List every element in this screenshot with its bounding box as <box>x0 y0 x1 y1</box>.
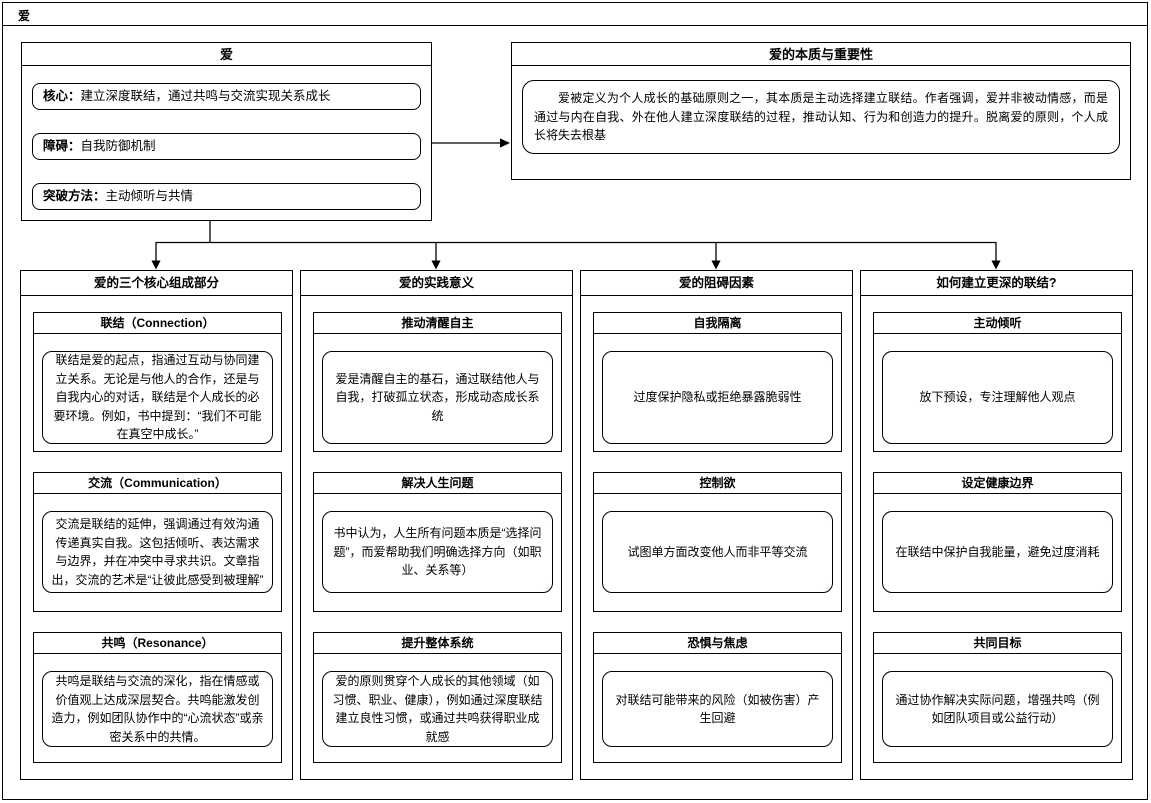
card-healthy-boundaries: 设定健康边界 在联结中保护自我能量，避免过度消耗 <box>873 472 1122 612</box>
root-item-core-text: 建立深度联结，通过共鸣与交流实现关系成长 <box>80 89 331 103</box>
card-connection: 联结（Connection） 联结是爱的起点，指通过互动与协同建立关系。无论是与… <box>33 312 282 452</box>
card-text: 共鸣是联结与交流的深化，指在情感或价值观上达成深层契合。共鸣能激发创造力，例如团… <box>51 674 264 744</box>
card-body: 对联结可能带来的风险（如被伤害）产生回避 <box>602 671 833 747</box>
card-body: 过度保护隐私或拒绝暴露脆弱性 <box>602 351 833 444</box>
card-whole-system: 提升整体系统 爱的原则贯穿个人成长的其他领域（如习惯、职业、健康），例如通过深度… <box>313 632 562 763</box>
column-title: 爱的阻碍因素 <box>581 271 852 296</box>
card-body: 爱的原则贯穿个人成长的其他领域（如习惯、职业、健康），例如通过深度联结建立良性习… <box>322 671 553 747</box>
card-body: 爱是清醒自主的基石，通过联结他人与自我，打破孤立状态，形成动态成长系统 <box>322 351 553 444</box>
card-body: 在联结中保护自我能量，避免过度消耗 <box>882 511 1113 593</box>
card-title: 交流（Communication） <box>34 473 281 494</box>
card-body: 试图单方面改变他人而非平等交流 <box>602 511 833 593</box>
card-text: 爱是清醒自主的基石，通过联结他人与自我，打破孤立状态，形成动态成长系统 <box>335 371 540 423</box>
card-fear-anxiety: 恐惧与焦虑 对联结可能带来的风险（如被伤害）产生回避 <box>593 632 842 763</box>
card-title: 设定健康边界 <box>874 473 1121 494</box>
card-active-listening: 主动倾听 放下预设，专注理解他人观点 <box>873 312 1122 452</box>
card-life-problems: 解决人生问题 书中认为，人生所有问题本质是“选择问题”，而爱帮助我们明确选择方向… <box>313 472 562 612</box>
header-divider <box>2 25 1148 26</box>
page-title: 爱 <box>18 9 31 23</box>
root-item-core-label: 核心： <box>43 89 81 103</box>
card-text: 试图单方面改变他人而非平等交流 <box>627 544 808 559</box>
card-title: 联结（Connection） <box>34 313 281 334</box>
card-text: 过度保护隐私或拒绝暴露脆弱性 <box>633 390 802 405</box>
root-item-breakthrough-text: 主动倾听与共情 <box>105 189 194 203</box>
card-autonomy: 推动清醒自主 爱是清醒自主的基石，通过联结他人与自我，打破孤立状态，形成动态成长… <box>313 312 562 452</box>
card-title: 解决人生问题 <box>314 473 561 494</box>
card-text: 放下预设，专注理解他人观点 <box>919 390 1076 405</box>
card-text: 在联结中保护自我能量，避免过度消耗 <box>895 544 1100 559</box>
card-body: 联结是爱的起点，指通过互动与协同建立关系。无论是与他人的合作，还是与自我内心的对… <box>42 351 273 444</box>
column-title: 如何建立更深的联结? <box>861 271 1132 296</box>
column-title: 爱的三个核心组成部分 <box>21 271 292 296</box>
card-text: 通过协作解决实际问题，增强共鸣（例如团队项目或公益行动） <box>895 692 1100 726</box>
root-item-obstacle-label: 障碍： <box>43 139 81 153</box>
card-text: 对联结可能带来的风险（如被伤害）产生回避 <box>615 692 820 726</box>
column-obstacles: 爱的阻碍因素 自我隔离 过度保护隐私或拒绝暴露脆弱性 控制欲 试图单方面改变他人… <box>580 270 853 780</box>
card-body: 书中认为，人生所有问题本质是“选择问题”，而爱帮助我们明确选择方向（如职业、关系… <box>322 511 553 593</box>
card-title: 共同目标 <box>874 633 1121 654</box>
node-essence-body: 爱被定义为个人成长的基础原则之一，其本质是主动选择建立联结。作者强调，爱并非被动… <box>522 80 1120 154</box>
node-essence-text: 爱被定义为个人成长的基础原则之一，其本质是主动选择建立联结。作者强调，爱并非被动… <box>534 91 1108 142</box>
root-item-breakthrough: 突破方法：主动倾听与共情 <box>32 183 421 210</box>
card-control-desire: 控制欲 试图单方面改变他人而非平等交流 <box>593 472 842 612</box>
card-title: 共鸣（Resonance） <box>34 633 281 654</box>
card-text: 爱的原则贯穿个人成长的其他领域（如习惯、职业、健康），例如通过深度联结建立良性习… <box>332 674 543 744</box>
card-title: 提升整体系统 <box>314 633 561 654</box>
card-body: 放下预设，专注理解他人观点 <box>882 351 1113 444</box>
card-title: 控制欲 <box>594 473 841 494</box>
card-communication: 交流（Communication） 交流是联结的延伸，强调通过有效沟通传递真实自… <box>33 472 282 612</box>
card-shared-goals: 共同目标 通过协作解决实际问题，增强共鸣（例如团队项目或公益行动） <box>873 632 1122 763</box>
card-text: 交流是联结的延伸，强调通过有效沟通传递真实自我。这包括倾听、表达需求与边界，并在… <box>51 517 264 587</box>
root-item-core: 核心：建立深度联结，通过共鸣与交流实现关系成长 <box>32 83 421 110</box>
column-core-components: 爱的三个核心组成部分 联结（Connection） 联结是爱的起点，指通过互动与… <box>20 270 293 780</box>
column-title: 爱的实践意义 <box>301 271 572 296</box>
card-title: 推动清醒自主 <box>314 313 561 334</box>
card-body: 共鸣是联结与交流的深化，指在情感或价值观上达成深层契合。共鸣能激发创造力，例如团… <box>42 671 273 747</box>
node-love-root: 爱 核心：建立深度联结，通过共鸣与交流实现关系成长 障碍：自我防御机制 突破方法… <box>21 42 432 221</box>
card-resonance: 共鸣（Resonance） 共鸣是联结与交流的深化，指在情感或价值观上达成深层契… <box>33 632 282 763</box>
card-title: 自我隔离 <box>594 313 841 334</box>
root-item-obstacle: 障碍：自我防御机制 <box>32 133 421 160</box>
card-title: 主动倾听 <box>874 313 1121 334</box>
card-title: 恐惧与焦虑 <box>594 633 841 654</box>
card-body: 通过协作解决实际问题，增强共鸣（例如团队项目或公益行动） <box>882 671 1113 747</box>
card-text: 书中认为，人生所有问题本质是“选择问题”，而爱帮助我们明确选择方向（如职业、关系… <box>333 526 542 578</box>
node-title: 爱 <box>22 43 431 66</box>
node-essence: 爱的本质与重要性 爱被定义为个人成长的基础原则之一，其本质是主动选择建立联结。作… <box>511 42 1131 180</box>
column-deeper-connection: 如何建立更深的联结? 主动倾听 放下预设，专注理解他人观点 设定健康边界 在联结… <box>860 270 1133 780</box>
root-item-obstacle-text: 自我防御机制 <box>80 139 156 153</box>
node-essence-title: 爱的本质与重要性 <box>512 43 1130 66</box>
column-practical-meaning: 爱的实践意义 推动清醒自主 爱是清醒自主的基石，通过联结他人与自我，打破孤立状态… <box>300 270 573 780</box>
card-body: 交流是联结的延伸，强调通过有效沟通传递真实自我。这包括倾听、表达需求与边界，并在… <box>42 511 273 593</box>
root-item-breakthrough-label: 突破方法： <box>43 189 106 203</box>
card-text: 联结是爱的起点，指通过互动与协同建立关系。无论是与他人的合作，还是与自我内心的对… <box>53 353 262 442</box>
card-self-isolation: 自我隔离 过度保护隐私或拒绝暴露脆弱性 <box>593 312 842 452</box>
